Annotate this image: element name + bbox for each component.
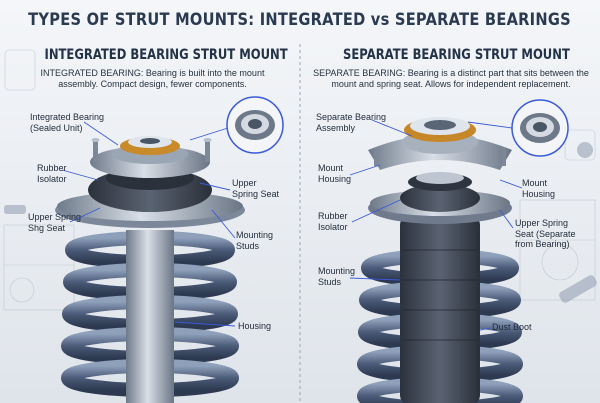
right-dust-boot — [400, 215, 480, 403]
right-panel-heading: SEPARATE BEARING STRUT MOUNT — [343, 47, 570, 63]
right-strut-assembly — [357, 99, 569, 403]
label-left-mounting-studs: Mounting Studs — [236, 230, 274, 251]
tool-decor — [4, 142, 597, 303]
label-right-dust-boot: Dust Boot — [492, 322, 532, 332]
label-left-upper-spring-seat: Upper Spring Seat — [232, 178, 280, 199]
left-stud — [205, 140, 210, 162]
left-strut-assembly — [55, 96, 284, 403]
blueprint-background — [3, 49, 596, 311]
label-integrated-bearing: Integrated Bearing (Sealed Unit) — [30, 112, 105, 133]
label-right-mount-housing-right: Mount Housing — [522, 178, 556, 199]
title-bar: TYPES OF STRUT MOUNTS: INTEGRATED vs SEP… — [0, 0, 600, 40]
right-rubber-isolator — [400, 184, 480, 212]
label-right-mount-housing-left: Mount Housing — [318, 163, 352, 184]
label-left-housing: Housing — [238, 321, 272, 331]
label-right-mounting-studs: Mounting Studs — [318, 266, 356, 287]
left-panel-description: INTEGRATED BEARING: Bearing is built int… — [40, 68, 265, 89]
left-stud — [93, 140, 98, 162]
label-left-rubber-isolator: Rubber Isolator — [37, 163, 67, 184]
label-right-rubber-isolator: Rubber Isolator — [318, 211, 348, 232]
leader-lines — [61, 119, 523, 331]
label-left-upper-spring-shg-seat: Upper Spring Shg Seat — [28, 212, 82, 233]
left-housing-tube — [126, 230, 174, 403]
label-right-upper-spring-seat: Upper Spring Seat (Separate from Bearing… — [515, 218, 576, 249]
right-panel-description: SEPARATE BEARING: Bearing is a distinct … — [313, 68, 589, 89]
left-panel-heading: INTEGRATED BEARING STRUT MOUNT — [44, 47, 288, 63]
label-separate-bearing: Separate Bearing Assembly — [316, 112, 387, 133]
page-title: TYPES OF STRUT MOUNTS: INTEGRATED vs SEP… — [28, 10, 572, 30]
